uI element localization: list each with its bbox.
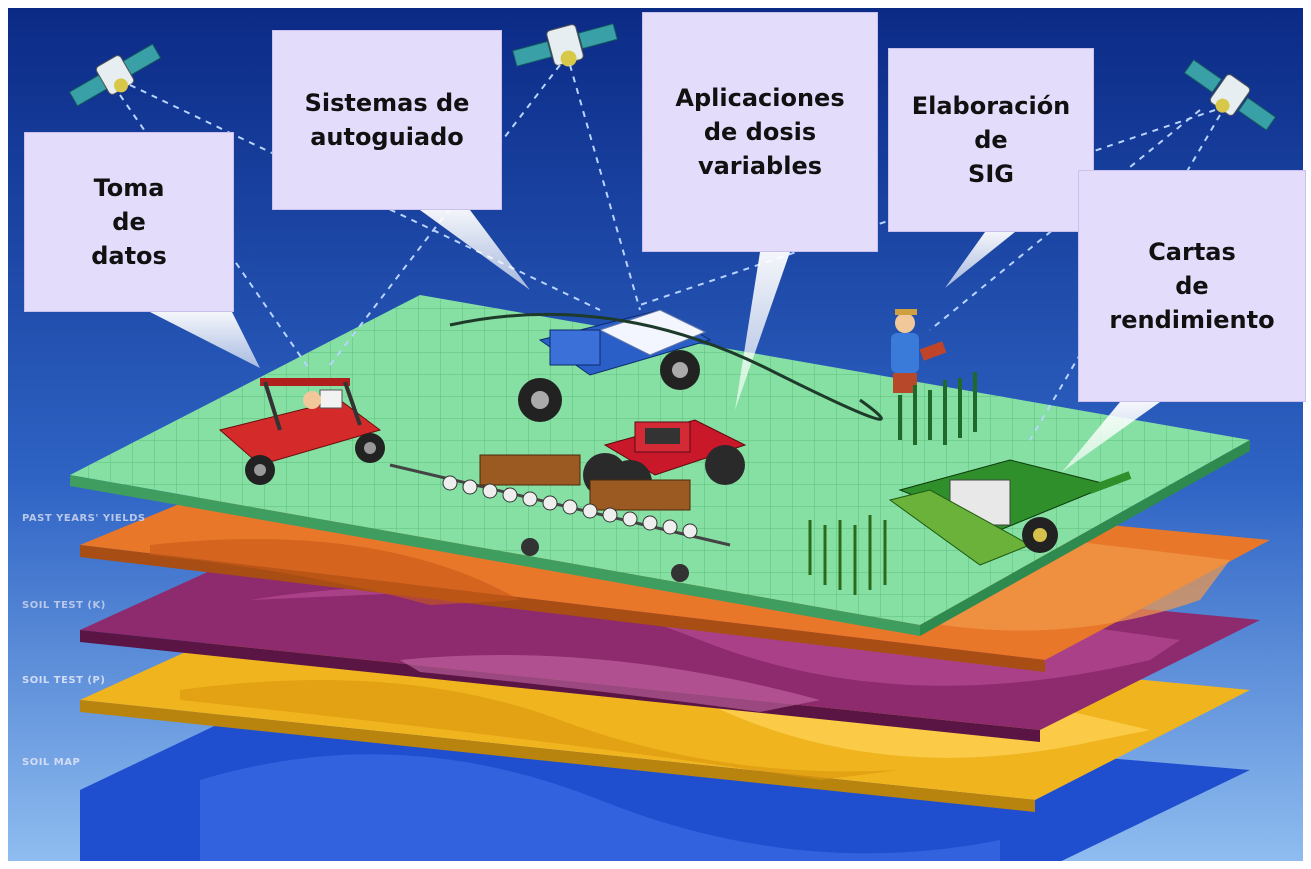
layer-label-soil-map: SOIL MAP bbox=[22, 757, 81, 768]
callout-pointer bbox=[150, 312, 260, 368]
satellite-icon bbox=[512, 23, 618, 67]
callout-pointer bbox=[420, 210, 530, 290]
corn-plant-icon bbox=[808, 515, 887, 595]
callout-elaboracion-sig: Elaboración de SIG bbox=[888, 48, 1094, 232]
layer-label-soil-test-p: SOIL TEST (P) bbox=[22, 675, 106, 686]
combine-harvester-icon bbox=[888, 459, 1132, 566]
corn-plant-icon bbox=[898, 372, 977, 445]
callout-pointer bbox=[1062, 402, 1160, 472]
callout-aplicaciones-dosis-variables: Aplicaciones de dosis variables bbox=[642, 12, 878, 252]
sprayer-truck-icon bbox=[449, 309, 883, 422]
callout-toma-de-datos: Toma de datos bbox=[24, 132, 234, 312]
planter-icon bbox=[389, 454, 731, 582]
layer-soil-map-pattern bbox=[200, 754, 1000, 869]
satellite-icon bbox=[1183, 59, 1277, 131]
callout-pointer bbox=[735, 252, 790, 410]
callout-sistemas-de-autoguiado: Sistemas de autoguiado bbox=[272, 30, 502, 210]
layer-label-past-yields: PAST YEARS' YIELDS bbox=[22, 513, 146, 524]
layer-label-soil-test-k: SOIL TEST (K) bbox=[22, 600, 106, 611]
satellite-icon bbox=[68, 43, 162, 107]
utility-vehicle-icon bbox=[218, 378, 385, 485]
farmer-icon bbox=[891, 309, 947, 393]
callout-cartas-de-rendimiento: Cartas de rendimiento bbox=[1078, 170, 1306, 402]
callout-pointer bbox=[945, 232, 1015, 288]
